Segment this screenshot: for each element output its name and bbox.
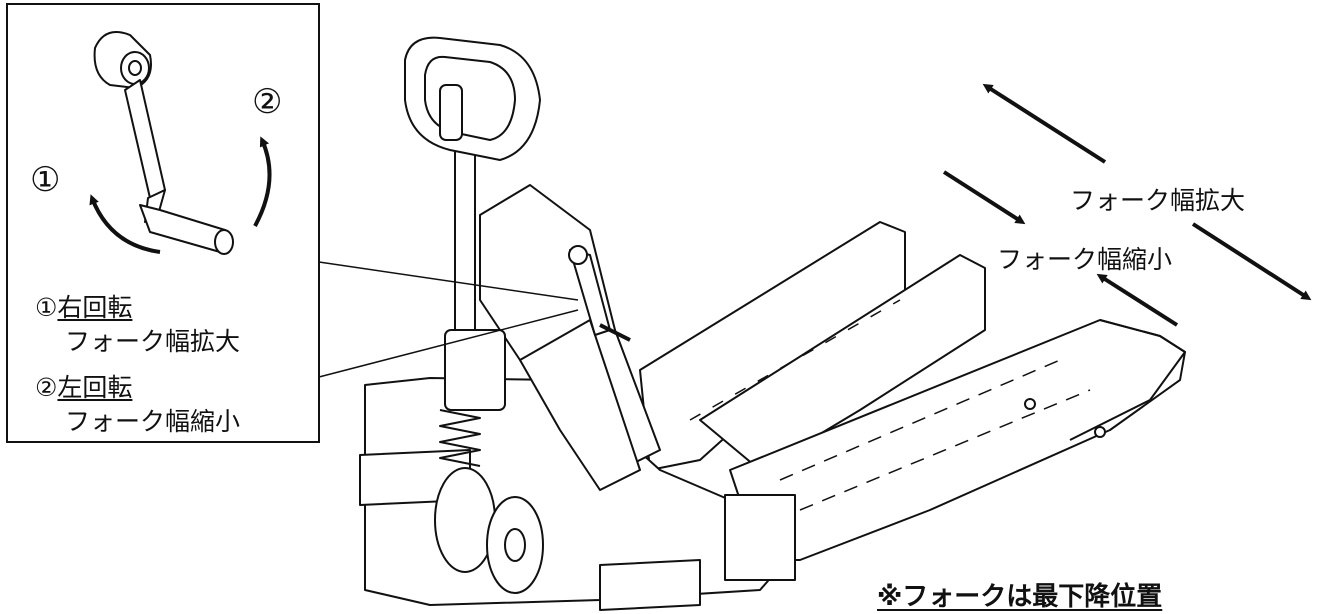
marker-1: ① — [30, 160, 61, 200]
step2-action: フォーク幅縮小 — [65, 407, 241, 436]
fork-right-tip — [1069, 319, 1186, 441]
step1-number: ① — [35, 293, 58, 322]
hydraulic-cylinder — [444, 329, 506, 411]
marker-2: ② — [252, 82, 283, 122]
shrink-arrow-up — [1096, 273, 1179, 327]
fork-position-note: ※フォークは最下降位置 — [877, 582, 1163, 612]
expand-label: フォーク幅拡大 — [1070, 186, 1246, 215]
callout-line-bottom — [318, 309, 579, 378]
rotate-left-arrow — [253, 136, 272, 227]
step2-direction: 左回転 — [57, 373, 133, 402]
callout-line-top — [318, 261, 579, 301]
expand-arrow-down — [1191, 222, 1312, 301]
step1-direction: 右回転 — [57, 293, 133, 322]
step1-line: ①右回転 — [35, 288, 132, 324]
wheel-left — [434, 467, 496, 573]
shrink-label: フォーク幅縮小 — [997, 245, 1173, 274]
expand-arrow-up — [982, 83, 1107, 164]
step2-number: ② — [35, 373, 58, 402]
step2-line: ②左回転 — [35, 368, 132, 404]
spring — [439, 409, 481, 467]
step1-action: フォーク幅拡大 — [65, 327, 241, 356]
pallet-truck-illustration — [359, 36, 1186, 611]
crank-handle-detail — [93, 31, 234, 255]
rotate-right-arrow — [89, 194, 161, 254]
shrink-arrow-down — [942, 170, 1026, 225]
